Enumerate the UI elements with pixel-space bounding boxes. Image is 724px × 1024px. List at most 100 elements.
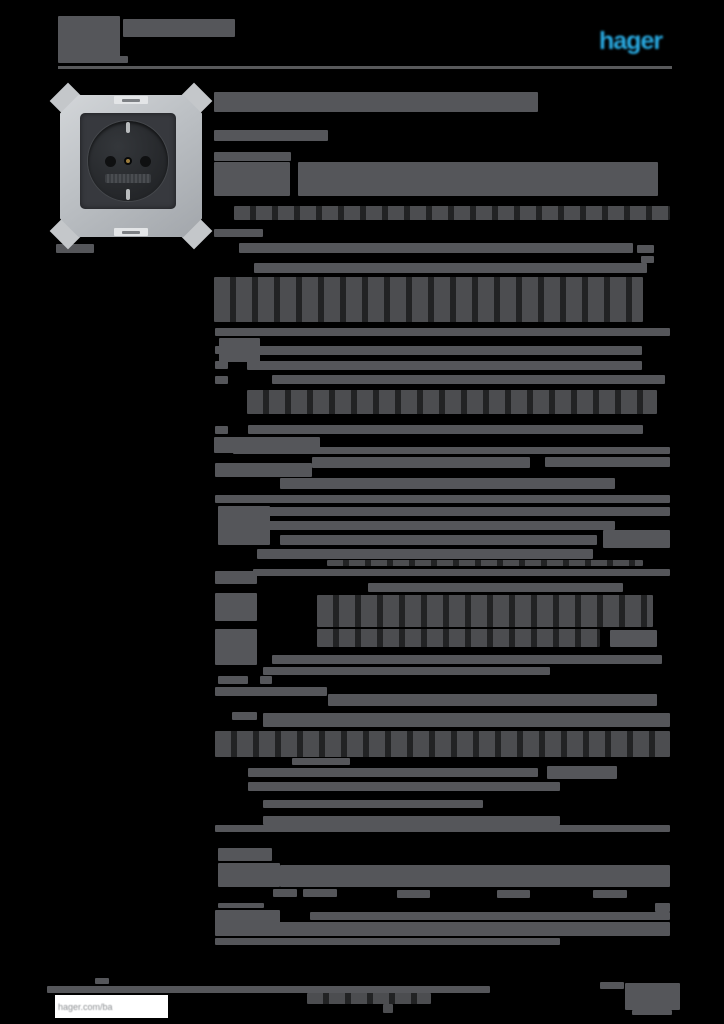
redacted-text-bar bbox=[641, 256, 654, 263]
redacted-text-bar bbox=[214, 92, 538, 112]
redacted-text-bar bbox=[214, 152, 291, 161]
redacted-text-bar bbox=[292, 758, 350, 765]
redacted-text-bar bbox=[327, 560, 643, 566]
redacted-text-bar bbox=[307, 993, 431, 1004]
redacted-text-bar bbox=[215, 328, 670, 336]
redacted-text-bar bbox=[218, 506, 270, 545]
redacted-text-bar bbox=[215, 593, 257, 621]
redacted-text-bar bbox=[254, 263, 647, 273]
redacted-text-bar bbox=[368, 583, 623, 592]
redacted-text-bar bbox=[247, 346, 642, 355]
redacted-text-bar bbox=[263, 800, 483, 808]
redacted-text-bar bbox=[248, 425, 643, 434]
redacted-text-bar bbox=[263, 816, 560, 825]
fixing-tab bbox=[114, 96, 148, 104]
redacted-text-bar bbox=[239, 243, 633, 253]
redacted-text-bar bbox=[317, 629, 600, 647]
redacted-text-bar bbox=[215, 629, 257, 665]
redacted-text-bar bbox=[632, 1010, 672, 1015]
redacted-text-bar bbox=[248, 782, 560, 791]
redacted-text-bar bbox=[610, 630, 657, 647]
redacted-text-bar bbox=[214, 162, 290, 196]
header-divider bbox=[58, 66, 672, 69]
center-screw bbox=[124, 157, 132, 165]
redacted-text-bar bbox=[215, 426, 228, 434]
redacted-text-bar bbox=[214, 229, 263, 237]
hager-logo: hager bbox=[599, 27, 663, 55]
redacted-text-bar bbox=[280, 865, 670, 887]
redacted-text-bar bbox=[218, 903, 264, 908]
redacted-text-bar bbox=[593, 890, 627, 898]
redacted-text-bar bbox=[218, 676, 248, 684]
redacted-text-bar bbox=[58, 16, 120, 59]
redacted-text-bar bbox=[215, 910, 280, 924]
redacted-text-bar bbox=[58, 56, 128, 63]
earth-clip-icon bbox=[126, 122, 130, 133]
redacted-text-bar bbox=[497, 890, 530, 898]
earth-clip-icon bbox=[126, 189, 130, 200]
redacted-text-bar bbox=[215, 825, 670, 832]
redacted-text-bar bbox=[397, 890, 430, 898]
socket-module bbox=[80, 113, 176, 209]
redacted-text-bar bbox=[123, 19, 235, 37]
socket-label-strip bbox=[105, 174, 151, 183]
footer-link-label: hager.com/ba bbox=[58, 1001, 113, 1012]
redacted-text-bar bbox=[298, 162, 658, 196]
redacted-text-bar bbox=[280, 535, 597, 545]
socket-pin-hole-right bbox=[140, 156, 151, 167]
redacted-text-bar bbox=[248, 768, 538, 777]
socket-pin-hole-left bbox=[105, 156, 116, 167]
redacted-text-bar bbox=[234, 206, 670, 220]
redacted-text-bar bbox=[215, 731, 670, 757]
fixing-tab bbox=[114, 228, 148, 236]
footer-link-box[interactable]: hager.com/ba bbox=[55, 995, 168, 1018]
redacted-text-bar bbox=[215, 687, 327, 696]
redacted-text-bar bbox=[310, 912, 670, 920]
redacted-text-bar bbox=[273, 889, 297, 897]
redacted-text-bar bbox=[280, 478, 615, 489]
redacted-text-bar bbox=[603, 530, 670, 548]
redacted-text-bar bbox=[265, 521, 615, 530]
redacted-text-bar bbox=[215, 361, 228, 369]
redacted-text-bar bbox=[272, 375, 665, 384]
socket-recess bbox=[88, 121, 168, 201]
redacted-text-bar bbox=[312, 457, 530, 468]
redacted-text-bar bbox=[247, 390, 657, 414]
redacted-text-bar bbox=[214, 277, 643, 322]
redacted-text-bar bbox=[637, 245, 654, 253]
redacted-text-bar bbox=[383, 1004, 393, 1013]
redacted-text-bar bbox=[218, 863, 280, 887]
redacted-text-bar bbox=[655, 903, 670, 912]
redacted-text-bar bbox=[56, 244, 94, 253]
redacted-text-bar bbox=[215, 571, 257, 584]
redacted-text-bar bbox=[218, 848, 272, 861]
redacted-text-bar bbox=[215, 922, 670, 936]
redacted-text-bar bbox=[328, 694, 657, 706]
redacted-text-bar bbox=[247, 361, 642, 370]
redacted-text-bar bbox=[215, 376, 228, 384]
redacted-text-bar bbox=[303, 889, 337, 897]
redacted-text-bar bbox=[215, 463, 312, 477]
redacted-text-bar bbox=[263, 713, 670, 727]
redacted-text-bar bbox=[260, 676, 272, 684]
product-photo bbox=[49, 82, 213, 250]
redacted-text-bar bbox=[263, 667, 550, 675]
redacted-text-bar bbox=[215, 495, 670, 503]
redacted-text-bar bbox=[600, 982, 624, 989]
redacted-text-bar bbox=[317, 595, 653, 627]
redacted-text-bar bbox=[547, 766, 617, 779]
redacted-text-bar bbox=[232, 712, 257, 720]
redacted-text-bar bbox=[215, 346, 228, 354]
redacted-text-bar bbox=[545, 457, 670, 467]
redacted-text-bar bbox=[214, 130, 328, 141]
redacted-text-bar bbox=[265, 507, 670, 516]
redacted-text-bar bbox=[95, 978, 109, 984]
redacted-text-bar bbox=[272, 655, 662, 664]
redacted-text-bar bbox=[257, 549, 593, 559]
redacted-text-bar bbox=[253, 569, 670, 576]
redacted-text-bar bbox=[233, 447, 670, 454]
redacted-text-bar bbox=[215, 938, 560, 945]
redacted-text-bar bbox=[625, 983, 680, 1010]
